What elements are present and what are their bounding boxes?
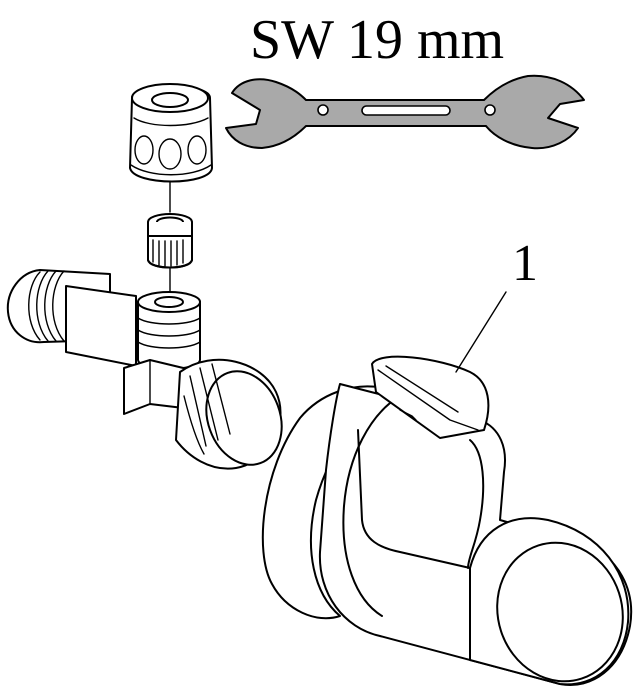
wrench-icon (225, 74, 585, 150)
angle-valve (6, 269, 283, 470)
callout-1: 1 (455, 235, 538, 373)
wrench-size-label: SW 19 mm (250, 9, 504, 71)
valve-cover (261, 355, 633, 686)
wrench-hole-left (317, 104, 329, 116)
compression-nut (129, 83, 213, 183)
wrench-slot (361, 105, 451, 116)
callout-number-1: 1 (512, 235, 538, 292)
olive-ring (147, 213, 193, 269)
leader-line-1 (455, 291, 507, 373)
wrench-hole-right (484, 104, 496, 116)
